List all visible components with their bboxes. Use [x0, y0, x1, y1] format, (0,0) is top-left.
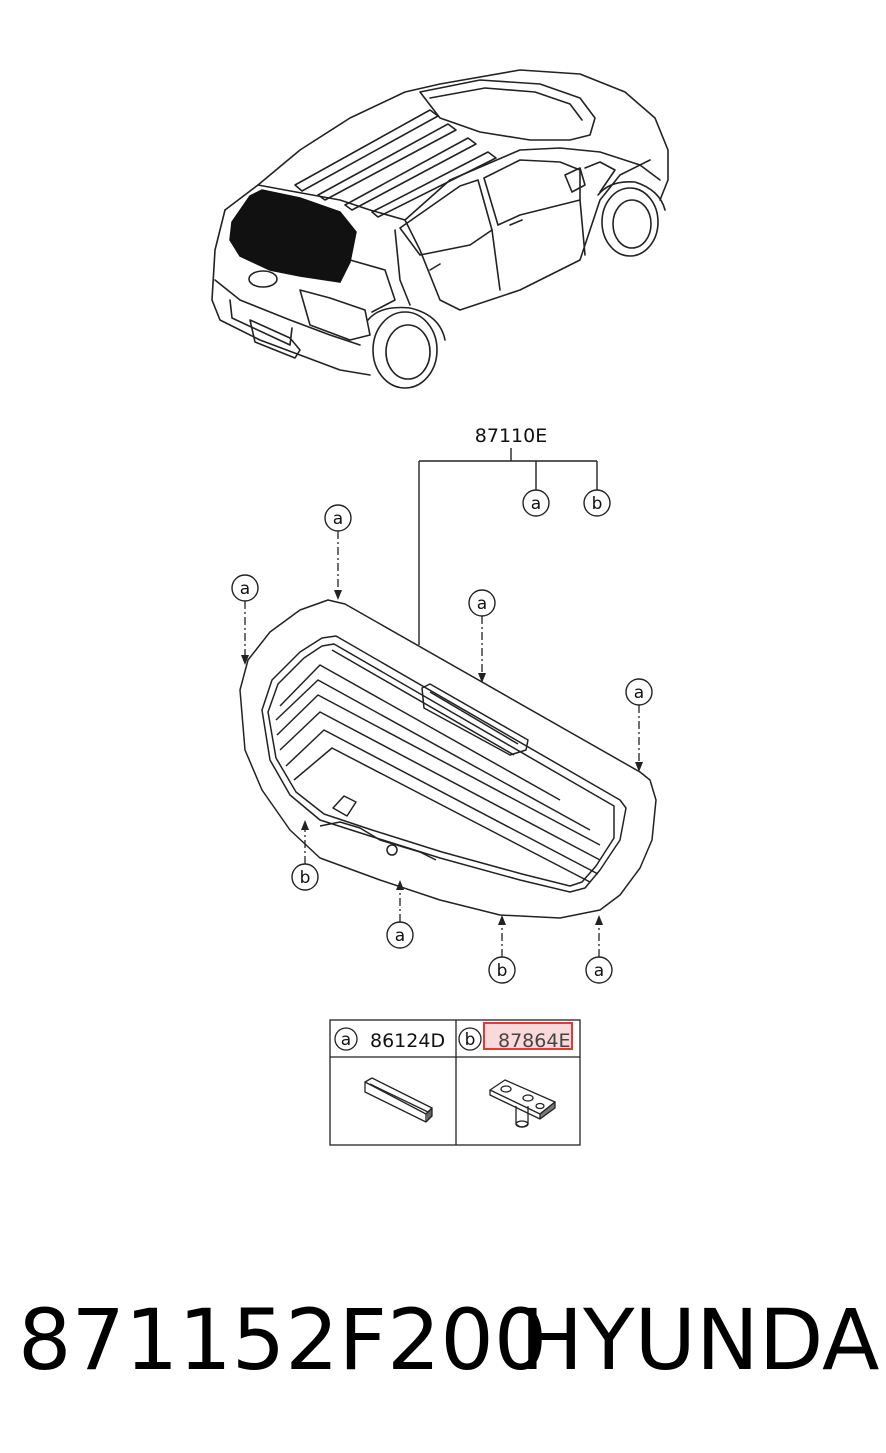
callout-a-assembly: a [522, 489, 550, 517]
svg-text:b: b [592, 494, 603, 514]
svg-text:a: a [594, 961, 604, 981]
svg-text:a: a [395, 926, 405, 946]
svg-text:a: a [341, 1030, 351, 1050]
callout-b-left: b [291, 820, 319, 891]
callouts: a b a a a a [231, 489, 653, 984]
table-cell-a: a 86124D [334, 1027, 445, 1052]
callout-a-bottom-right: a [585, 915, 613, 984]
parts-table: a 86124D b 87864E [329, 1019, 581, 1146]
svg-text:a: a [634, 683, 644, 703]
svg-text:a: a [333, 509, 343, 529]
part-number-87864E[interactable]: 87864E [498, 1030, 570, 1052]
vehicle-rear-glass [229, 189, 357, 283]
svg-text:a: a [531, 494, 541, 514]
part-number-86124D[interactable]: 86124D [370, 1030, 445, 1052]
vehicle-emblem [248, 270, 278, 288]
pad-part-icon [364, 1077, 433, 1123]
assembly-part-number: 87110E [475, 425, 547, 447]
callout-b-bottom: b [488, 915, 516, 984]
table-cell-b: b 87864E [458, 1022, 573, 1052]
svg-text:b: b [300, 868, 311, 888]
svg-text:a: a [477, 594, 487, 614]
clip-part-icon [489, 1079, 556, 1128]
svg-text:a: a [240, 579, 250, 599]
callout-b-assembly: b [583, 489, 611, 517]
assembly-leader-lines [418, 448, 598, 645]
back-glass [239, 599, 657, 919]
callout-a-right: a [625, 678, 653, 772]
callout-a-top: a [324, 504, 352, 600]
highlight-box [483, 1022, 573, 1050]
callout-a-bottom-left: a [386, 880, 414, 949]
svg-text:b: b [497, 961, 508, 981]
footer-part-number: 871152F200 [18, 1291, 548, 1389]
vehicle-illustration [211, 69, 669, 389]
footer-brand: HYUNDAI [520, 1291, 886, 1389]
callout-a-middle: a [468, 589, 496, 683]
callout-a-left: a [231, 574, 259, 665]
svg-text:b: b [465, 1030, 476, 1050]
